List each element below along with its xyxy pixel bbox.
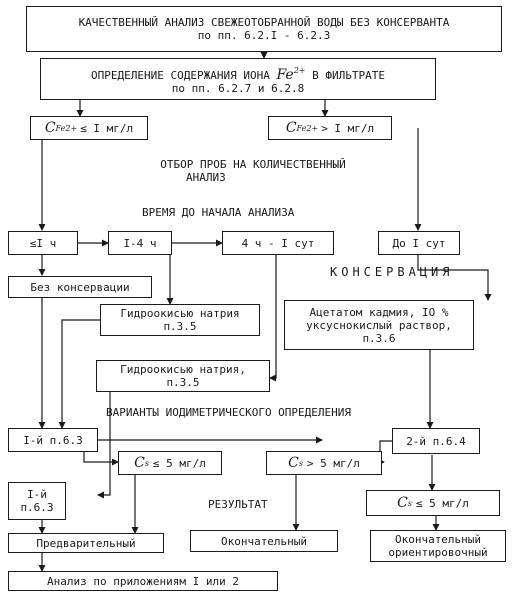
arrow-time4-cadmium: [417, 255, 492, 301]
label-iodometric-variants: ВАРИАНТЫ ИОДИМЕТРИЧЕСКОГО ОПРЕДЕЛЕНИЯ: [106, 406, 352, 419]
iron-ion-title: ОПРЕДЕЛЕНИЕ СОДЕРЖАНИЯ ИОНА Fe2+ В ФИЛЬТ…: [91, 65, 385, 83]
label-sampling: ОТБОР ПРОБ НА КОЛИЧЕСТВЕННЫЙ АНАЛИЗ: [160, 158, 346, 184]
qualitative-analysis-ref: по пп. 6.2.I - 6.2.3: [197, 29, 331, 42]
box-variant-1: I-й п.6.3: [8, 428, 98, 452]
box-preliminary: Предварительный: [8, 533, 164, 553]
box-cadmium-acetate: Ацетатом кадмия, IO % уксуснокислый раст…: [284, 300, 474, 350]
box-sodium-hydroxide-2: Гидроокисью натрия, п.3.5: [96, 360, 270, 392]
qualitative-analysis-title: КАЧЕСТВЕННЫЙ АНАЛИЗ СВЕЖЕОТОБРАННОЙ ВОДЫ…: [78, 16, 450, 29]
arrow-var1-csle5: [83, 452, 119, 466]
box-variant-1-b: I-й п.6.3: [8, 482, 66, 520]
box-qualitative-analysis: КАЧЕСТВЕННЫЙ АНАЛИЗ СВЕЖЕОТОБРАННОЙ ВОДЫ…: [26, 6, 502, 52]
arrow-time3-naoh2: [269, 255, 277, 382]
label-result: РЕЗУЛЬТАТ: [208, 498, 268, 511]
box-iron-ion-determination: ОПРЕДЕЛЕНИЕ СОДЕРЖАНИЯ ИОНА Fe2+ В ФИЛЬТ…: [40, 58, 436, 100]
iron-ion-ref: по пп. 6.2.7 и 6.2.8: [171, 81, 305, 95]
label-preservation: КОНСЕРВАЦИЯ: [330, 265, 454, 279]
box-time-up-to-1day: До I сут: [378, 231, 460, 255]
box-final-approximate: Окончательный ориентировочный: [370, 530, 506, 562]
arrow-naoh1-var1: [58, 319, 100, 429]
box-time-4h-1day: 4 ч - I сут: [222, 231, 334, 255]
box-annex-analysis: Анализ по приложениям I или 2: [8, 571, 278, 591]
box-time-1-4h: I-4 ч: [108, 231, 172, 255]
box-variant-2: 2-й п.6.4: [392, 428, 480, 454]
box-sodium-hydroxide-1: Гидроокисью натрия п.3.5: [100, 304, 260, 336]
box-final: Окончательный: [190, 530, 338, 552]
box-no-preservation: Без консервации: [8, 276, 152, 298]
label-time-to-start: ВРЕМЯ ДО НАЧАЛА АНАЛИЗА: [142, 206, 295, 219]
box-time-le-1h: ≤I ч: [8, 231, 78, 255]
arrow-naoh2-var1b: [97, 392, 111, 499]
